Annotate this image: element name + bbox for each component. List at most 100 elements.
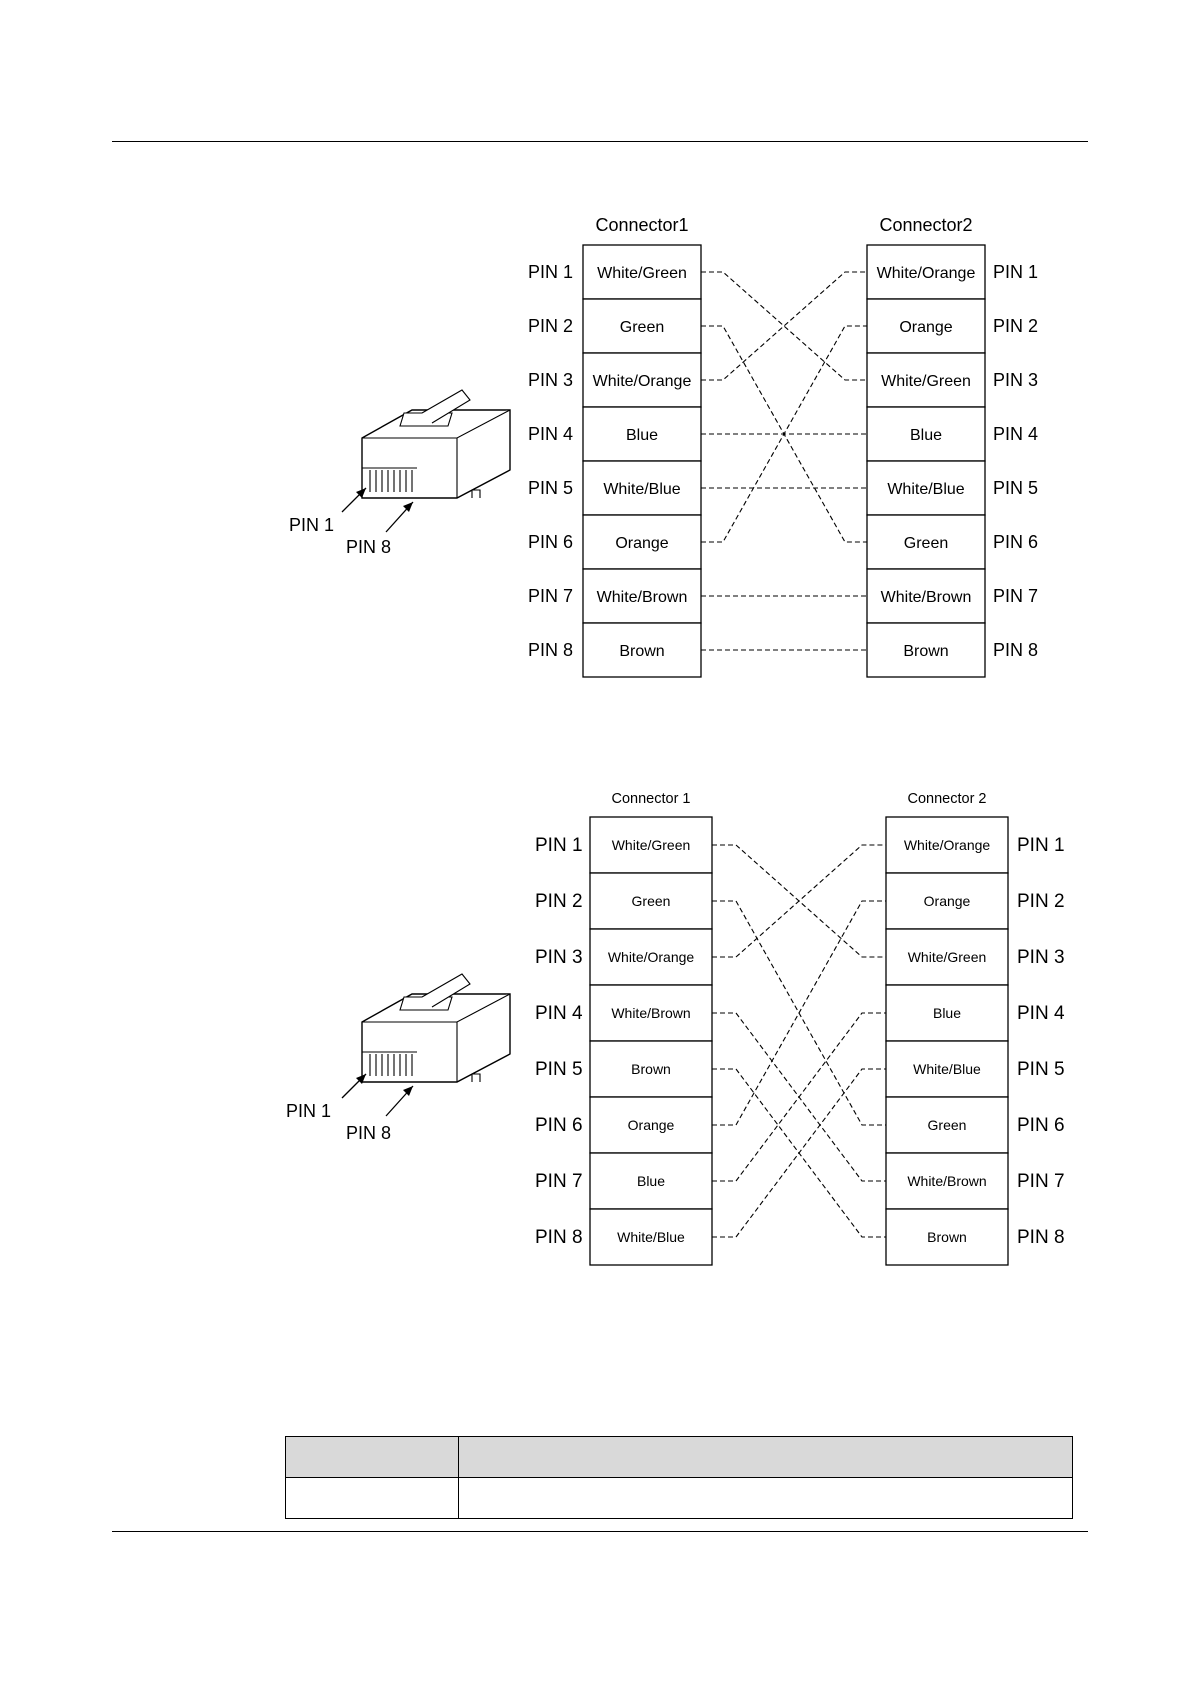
connector2-pin-label: PIN 1 bbox=[1017, 835, 1065, 856]
connector2-pin-label: PIN 2 bbox=[1017, 891, 1065, 912]
header-rule bbox=[112, 141, 1088, 142]
connector2-cell bbox=[866, 568, 986, 624]
connector1-cell bbox=[589, 1096, 713, 1154]
connector1-pin-label: PIN 5 bbox=[535, 1059, 583, 1080]
connector1-pin-label: PIN 2 bbox=[528, 316, 573, 336]
connector2-pin-label: PIN 5 bbox=[993, 478, 1038, 498]
connector2-cell bbox=[885, 928, 1009, 986]
connector2-cell bbox=[885, 1040, 1009, 1098]
connector2-wire-label: Blue bbox=[933, 1005, 961, 1021]
connector2-pin-label: PIN 4 bbox=[1017, 1003, 1065, 1024]
wire-connection bbox=[712, 900, 886, 1126]
connector1-pin-label: PIN 1 bbox=[535, 835, 583, 856]
connector2-pin-label: PIN 3 bbox=[993, 370, 1038, 390]
connector1-wire-label: Blue bbox=[626, 427, 658, 444]
table-cell bbox=[285, 1477, 459, 1519]
table-cell bbox=[458, 1477, 1073, 1519]
connector2-wire-label: Orange bbox=[899, 319, 952, 336]
connector2-wire-label: Blue bbox=[910, 427, 942, 444]
plug-pin1-label: PIN 1 bbox=[289, 515, 334, 535]
connector2-cell bbox=[885, 816, 1009, 874]
wire-lines bbox=[701, 271, 867, 651]
rj45-plug-icon bbox=[361, 973, 511, 1083]
wire-connection bbox=[712, 1068, 886, 1238]
connector2-wire-label: Green bbox=[928, 1117, 967, 1133]
plug-pin8-label: PIN 8 bbox=[346, 1123, 391, 1143]
connector2-pin-label: PIN 7 bbox=[1017, 1171, 1065, 1192]
crossover-diagram-2: PIN 1 PIN 8 Connector 1 Connector 2 White/… bbox=[286, 791, 1065, 1266]
wire-connection bbox=[712, 1012, 886, 1182]
connector-text: Connector 1 Connector 2 White/Green PIN 1 Gr… bbox=[535, 791, 1065, 1248]
connector2-cell bbox=[866, 244, 986, 300]
connector2-wire-label: White/Brown bbox=[907, 1173, 986, 1189]
connector1-pin-label: PIN 6 bbox=[528, 532, 573, 552]
connector2-wire-label: White/Orange bbox=[877, 265, 976, 282]
connector2-pin-label: PIN 7 bbox=[993, 586, 1038, 606]
connector2-pin-label: PIN 3 bbox=[1017, 947, 1065, 968]
connector1-cell bbox=[582, 622, 702, 678]
connector2-wire-label: White/Blue bbox=[887, 481, 964, 498]
connector1-wire-label: Green bbox=[632, 893, 671, 909]
connector2-cell bbox=[866, 514, 986, 570]
wire-connection bbox=[701, 271, 867, 381]
connector2-cell bbox=[866, 622, 986, 678]
connector-cells bbox=[582, 244, 986, 678]
plug-pin1-label: PIN 1 bbox=[286, 1101, 331, 1121]
connector2-pin-label: PIN 4 bbox=[993, 424, 1038, 444]
connector1-cell bbox=[582, 298, 702, 354]
connector-cells bbox=[589, 816, 1009, 1266]
connector1-pin-label: PIN 3 bbox=[535, 947, 583, 968]
plug-pin8-label: PIN 8 bbox=[346, 537, 391, 557]
wire-connection bbox=[701, 271, 867, 381]
connector1-wire-label: White/Green bbox=[612, 837, 691, 853]
connector2-title: Connector 2 bbox=[908, 791, 987, 807]
connector2-title: Connector2 bbox=[879, 215, 972, 235]
footer-rule bbox=[112, 1531, 1088, 1532]
connector1-wire-label: White/Orange bbox=[593, 373, 692, 390]
connector1-pin-label: PIN 5 bbox=[528, 478, 573, 498]
connector1-wire-label: Brown bbox=[619, 643, 664, 660]
connector1-wire-label: White/Green bbox=[597, 265, 687, 282]
wire-connection bbox=[701, 325, 867, 543]
connector2-wire-label: White/Orange bbox=[904, 837, 991, 853]
connector2-cell bbox=[866, 460, 986, 516]
table-header-cell bbox=[285, 1436, 459, 1478]
connector2-wire-label: White/Green bbox=[881, 373, 971, 390]
connector2-wire-label: White/Blue bbox=[913, 1061, 981, 1077]
connector2-wire-label: Green bbox=[904, 535, 948, 552]
connector1-wire-label: White/Brown bbox=[597, 589, 688, 606]
connector1-pin-label: PIN 6 bbox=[535, 1115, 583, 1136]
connector1-wire-label: White/Brown bbox=[611, 1005, 690, 1021]
connector1-wire-label: White/Orange bbox=[608, 949, 695, 965]
connector1-wire-label: White/Blue bbox=[617, 1229, 685, 1245]
connector2-wire-label: Brown bbox=[903, 643, 948, 660]
connector1-pin-label: PIN 3 bbox=[528, 370, 573, 390]
connector1-wire-label: Green bbox=[620, 319, 664, 336]
connector1-cell bbox=[589, 984, 713, 1042]
connector1-cell bbox=[582, 406, 702, 462]
connector2-cell bbox=[866, 352, 986, 408]
plug-pin-pointers bbox=[341, 487, 414, 533]
connector1-pin-label: PIN 7 bbox=[528, 586, 573, 606]
connector1-pin-label: PIN 7 bbox=[535, 1171, 583, 1192]
connector2-pin-label: PIN 1 bbox=[993, 262, 1038, 282]
connector1-pin-label: PIN 2 bbox=[535, 891, 583, 912]
connector2-cell bbox=[885, 1152, 1009, 1210]
connector1-wire-label: Brown bbox=[631, 1061, 671, 1077]
connector2-wire-label: White/Green bbox=[908, 949, 987, 965]
table-header-cell bbox=[458, 1436, 1073, 1478]
connector1-cell bbox=[582, 460, 702, 516]
connector2-pin-label: PIN 6 bbox=[993, 532, 1038, 552]
connector1-cell bbox=[589, 1208, 713, 1266]
rj45-plug-icon bbox=[361, 389, 511, 499]
connector1-wire-label: Blue bbox=[637, 1173, 665, 1189]
connector1-pin-label: PIN 1 bbox=[528, 262, 573, 282]
connector1-title: Connector 1 bbox=[612, 791, 691, 807]
connector2-wire-label: Brown bbox=[927, 1229, 967, 1245]
connector1-wire-label: Orange bbox=[615, 535, 668, 552]
wire-lines bbox=[712, 844, 886, 1238]
connector1-pin-label: PIN 4 bbox=[528, 424, 573, 444]
connector2-cell bbox=[866, 406, 986, 462]
